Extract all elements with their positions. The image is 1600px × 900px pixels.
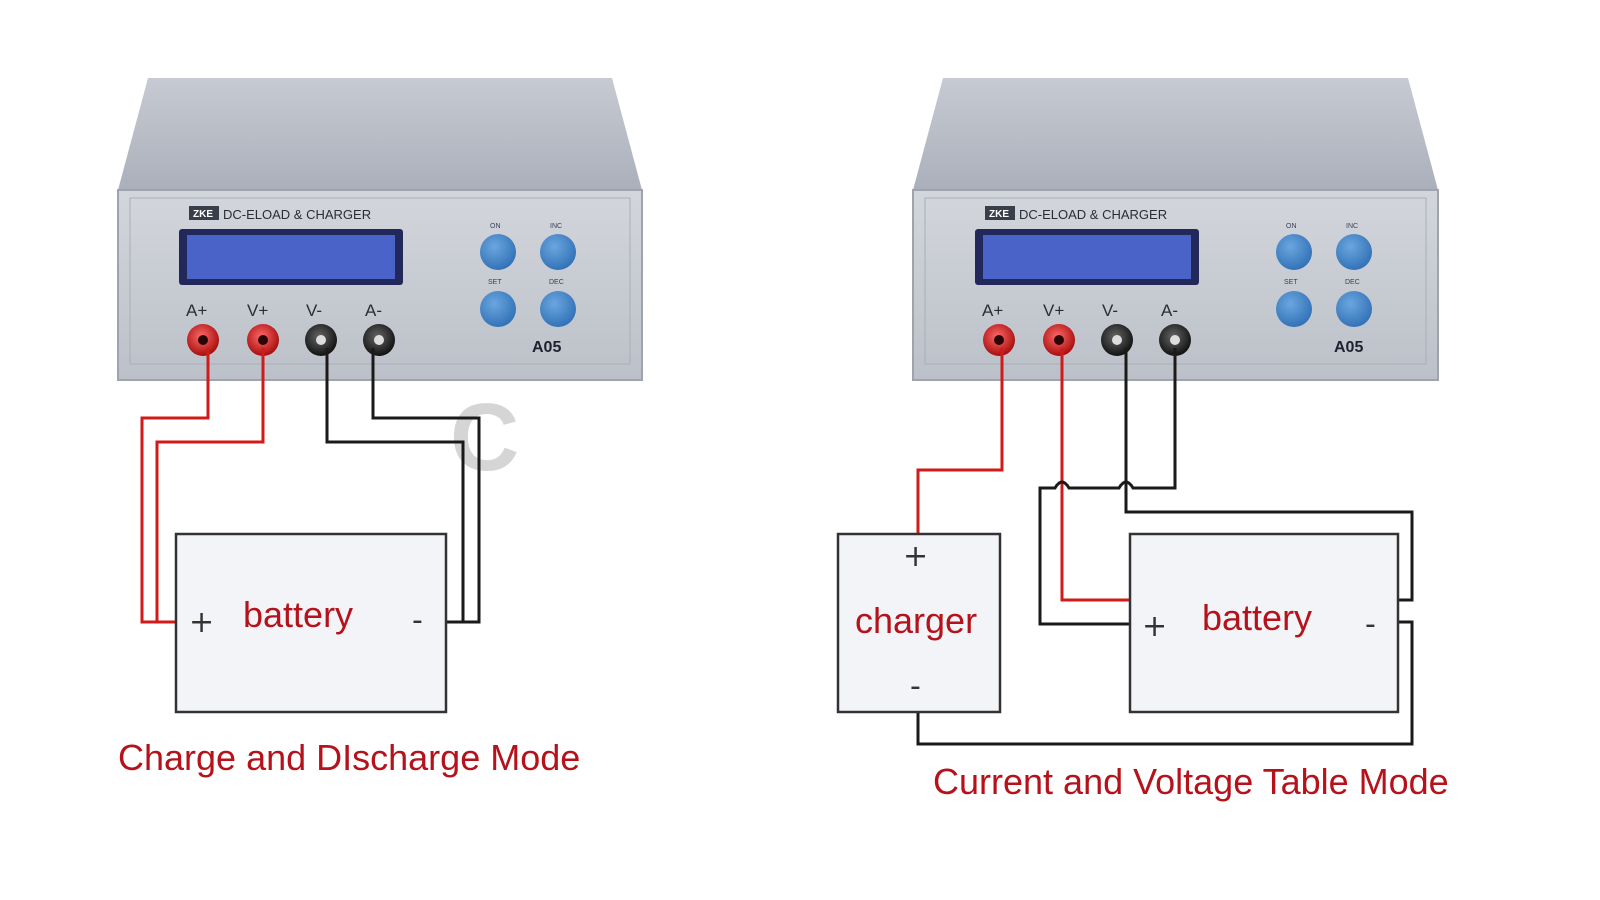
left-battery: + battery - bbox=[174, 532, 448, 714]
set-button[interactable] bbox=[1276, 291, 1312, 327]
battery-label: battery bbox=[1202, 597, 1312, 638]
lcd-display bbox=[983, 235, 1191, 279]
button-label-dec: DEC bbox=[1345, 279, 1360, 286]
wire-v-minus-black bbox=[325, 348, 465, 624]
lcd-display bbox=[187, 235, 395, 279]
device-top-panel bbox=[913, 78, 1438, 190]
terminal-a-plus-hole bbox=[198, 335, 208, 345]
battery-minus-label: - bbox=[412, 603, 423, 638]
battery-box bbox=[174, 532, 448, 714]
set-button[interactable] bbox=[480, 291, 516, 327]
device-right: ZKE DC-ELOAD & CHARGER A+ V+ V- A- ON IN… bbox=[912, 78, 1439, 381]
watermark-text: C bbox=[450, 384, 519, 491]
terminal-label-v-minus: V- bbox=[1102, 301, 1118, 320]
terminal-v-minus-hole bbox=[316, 335, 326, 345]
inc-button[interactable] bbox=[540, 234, 576, 270]
terminal-label-v-minus: V- bbox=[306, 301, 322, 320]
wire-a-minus-black bbox=[371, 348, 481, 624]
button-label-on: ON bbox=[1286, 223, 1297, 230]
wire-v-plus-red bbox=[155, 348, 265, 622]
device-front-inner bbox=[129, 197, 631, 365]
button-label-inc: INC bbox=[1346, 223, 1358, 230]
terminal-v-plus-hole bbox=[258, 335, 268, 345]
terminal-label-a-plus: A+ bbox=[982, 301, 1003, 320]
right-wiring bbox=[916, 348, 1414, 746]
wire-charger-minus-black bbox=[916, 620, 1414, 746]
wire-v-plus-red bbox=[1060, 348, 1130, 602]
button-label-set: SET bbox=[1284, 279, 1298, 286]
wire-v-minus-black bbox=[1124, 348, 1414, 602]
button-label-on: ON bbox=[490, 223, 501, 230]
device-left: ZKE DC-ELOAD & CHARGER A+ V+ V- A- ON IN… bbox=[117, 78, 643, 381]
battery-plus-label: + bbox=[189, 605, 214, 640]
terminal-a-minus-hole bbox=[374, 335, 384, 345]
terminal-label-v-plus: V+ bbox=[1043, 301, 1064, 320]
terminal-v-plus-hole bbox=[1054, 335, 1064, 345]
left-caption: Charge and DIscharge Mode bbox=[118, 737, 580, 778]
battery-label: battery bbox=[243, 594, 353, 635]
right-battery: + battery - bbox=[1128, 532, 1400, 714]
charger: + charger - bbox=[836, 532, 1002, 714]
battery-plus-label: + bbox=[1142, 609, 1167, 644]
wire-a-minus-black bbox=[1038, 348, 1177, 626]
device-brand: DC-ELOAD & CHARGER bbox=[223, 207, 371, 222]
wire-a-plus-red bbox=[140, 348, 210, 624]
wire-a-plus-red bbox=[916, 348, 1004, 534]
terminal-a-plus-hole bbox=[994, 335, 1004, 345]
device-top-panel bbox=[118, 78, 642, 190]
button-label-dec: DEC bbox=[549, 279, 564, 286]
dec-button[interactable] bbox=[540, 291, 576, 327]
dec-button[interactable] bbox=[1336, 291, 1372, 327]
terminal-label-a-plus: A+ bbox=[186, 301, 207, 320]
right-caption: Current and Voltage Table Mode bbox=[933, 761, 1449, 802]
terminal-label-a-minus: A- bbox=[365, 301, 382, 320]
brand-box-text: ZKE bbox=[193, 209, 213, 220]
brand-box-text: ZKE bbox=[989, 209, 1009, 220]
button-label-set: SET bbox=[488, 279, 502, 286]
brand-box bbox=[985, 206, 1015, 220]
charger-minus-label: - bbox=[910, 669, 921, 704]
charger-plus-label: + bbox=[903, 539, 928, 574]
terminal-label-v-plus: V+ bbox=[247, 301, 268, 320]
terminal-a-minus-hole bbox=[1170, 335, 1180, 345]
charger-box bbox=[836, 532, 1002, 714]
button-label-inc: INC bbox=[550, 223, 562, 230]
model-label: A05 bbox=[532, 339, 561, 356]
terminal-label-a-minus: A- bbox=[1161, 301, 1178, 320]
on-button[interactable] bbox=[1276, 234, 1312, 270]
charger-label: charger bbox=[855, 600, 977, 641]
terminal-v-minus-hole bbox=[1112, 335, 1122, 345]
battery-minus-label: - bbox=[1365, 607, 1376, 642]
brand-box bbox=[189, 206, 219, 220]
model-label: A05 bbox=[1334, 339, 1363, 356]
device-brand: DC-ELOAD & CHARGER bbox=[1019, 207, 1167, 222]
on-button[interactable] bbox=[480, 234, 516, 270]
inc-button[interactable] bbox=[1336, 234, 1372, 270]
battery-box bbox=[1128, 532, 1400, 714]
left-wiring bbox=[140, 348, 481, 624]
